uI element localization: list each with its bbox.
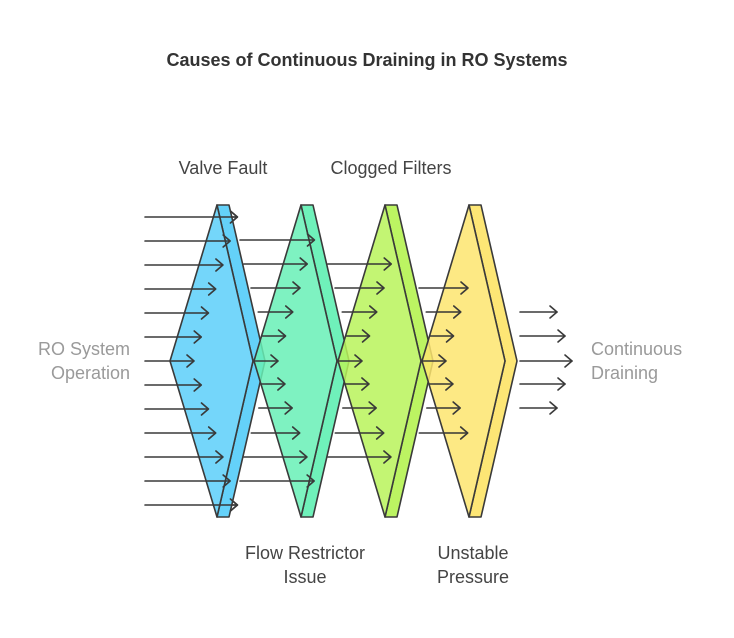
flow-arrow-inner-head — [292, 281, 301, 295]
output-arrow-head — [549, 401, 558, 415]
filter-shape — [253, 204, 338, 518]
flow-arrow-inner-head — [299, 450, 308, 464]
flow-arrow-inner-head — [383, 257, 393, 271]
input-arrow-inner-head — [229, 210, 239, 224]
filter-label-clogged-filters: Clogged Filters — [301, 156, 481, 180]
output-label: Continuous Draining — [591, 337, 711, 385]
flow-arrow-inner-head — [376, 281, 385, 295]
flow-arrow-inner-head — [306, 474, 315, 488]
flow-arrow-inner-head — [460, 281, 469, 295]
input-arrow-inner-head — [207, 426, 217, 440]
input-arrow-inner-head — [186, 354, 195, 368]
flow-arrow-inner-head — [291, 426, 301, 440]
flow-arrow-inner-head — [284, 305, 294, 319]
flow-arrow-inner-head — [445, 377, 454, 391]
filter-label-line1: Valve Fault — [178, 158, 268, 178]
input-arrow-inner-head — [229, 498, 239, 512]
filter-label-flow-restrictor: Flow Restrictor Issue — [220, 541, 390, 589]
flow-arrow-inner-head — [277, 329, 287, 343]
filter-label-valve-fault: Valve Fault — [143, 156, 303, 180]
input-arrow-inner-head — [222, 234, 231, 248]
input-label: RO System Operation — [20, 337, 130, 385]
flow-arrow-inner-head — [306, 233, 316, 247]
output-arrow-head — [557, 377, 566, 391]
output-label-line1: Continuous — [591, 339, 683, 359]
filter-label-line1: Clogged Filters — [330, 158, 452, 178]
input-arrow-inner-head — [215, 258, 224, 272]
filter-label-line1: Unstable — [437, 543, 509, 563]
flow-arrow-inner-head — [438, 354, 447, 368]
flow-arrow-inner-head — [452, 401, 461, 415]
input-arrow-inner-head — [207, 282, 217, 296]
filter-shape — [421, 204, 506, 518]
input-arrow-inner-head — [200, 306, 210, 320]
page-title: Causes of Continuous Draining in RO Syst… — [166, 50, 568, 70]
flow-arrow-inner-head — [459, 426, 469, 440]
flow-arrow-inner-head — [375, 426, 385, 440]
flow-arrow-inner-head — [383, 450, 392, 464]
output-arrow-head — [564, 354, 573, 368]
filter-label-line1: Flow Restrictor — [244, 543, 365, 563]
input-label-line2: Operation — [50, 363, 130, 383]
input-arrow-inner-head — [215, 450, 224, 464]
flow-arrow-inner-head — [445, 329, 455, 343]
flow-arrow-inner-head — [368, 305, 378, 319]
input-label-line1: RO System — [37, 339, 130, 359]
input-arrow-inner-head — [193, 330, 203, 344]
flow-arrow-inner-head — [368, 401, 377, 415]
flow-arrow-inner-head — [284, 401, 293, 415]
flow-arrow-inner-head — [299, 257, 309, 271]
output-arrow-head — [557, 329, 566, 343]
flow-arrow-inner-head — [277, 377, 286, 391]
output-label-line2: Draining — [591, 363, 659, 383]
filter-shape — [337, 204, 422, 518]
input-arrow-inner-head — [193, 378, 203, 392]
input-arrow-inner-head — [200, 402, 210, 416]
flow-arrow-inner-head — [361, 329, 371, 343]
flow-arrow-inner-head — [361, 377, 370, 391]
flow-arrow-inner-head — [452, 305, 462, 319]
filter-label-line2: Pressure — [436, 567, 510, 587]
input-arrow-inner-head — [222, 474, 231, 488]
filter-label-line2: Issue — [283, 567, 327, 587]
filter-label-unstable-pressure: Unstable Pressure — [403, 541, 543, 589]
output-arrow-head — [549, 305, 558, 319]
flow-arrow-inner-head — [270, 354, 279, 368]
flow-arrow-inner-head — [354, 354, 363, 368]
filter-shape — [169, 204, 254, 518]
